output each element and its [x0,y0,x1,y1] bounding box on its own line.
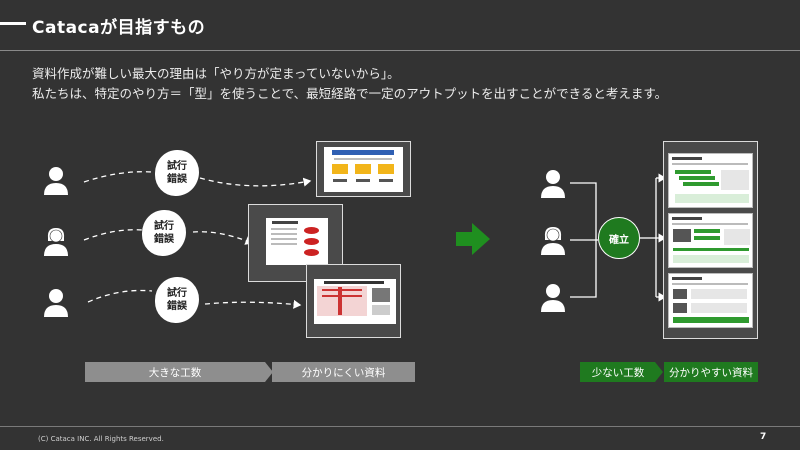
document-thumbnail [316,141,411,197]
bubble-text: 錯誤 [167,301,187,312]
bubble-text: 錯誤 [154,234,174,245]
small-effort-label: 少ない工数 [591,366,645,379]
trial-and-error-bubble: 試行 錯誤 [155,150,199,196]
person-female-icon [44,228,68,256]
lead-text-line-1: 資料作成が難しい最大の理由は「やり方が定まっていないから」。 [32,66,400,81]
document-page [266,218,328,265]
title-divider [0,50,800,51]
trial-and-error-bubble: 試行 錯誤 [155,277,199,323]
effort-bar-shape [85,362,273,382]
trial-and-error-bubble: 試行 錯誤 [142,210,186,256]
footer-divider [0,426,800,427]
template-documents-frame [663,141,758,339]
clear-document-label: 分かりやすい資料 [664,362,758,382]
title-accent-bar [0,22,26,25]
person-icon [541,170,565,198]
page-title: Catacaが目指すもの [32,18,206,38]
template-page [668,213,753,268]
bubble-text: 試行 [167,288,187,299]
document-page [324,147,403,192]
person-female-icon [541,227,565,255]
page-number: 7 [760,432,767,442]
bubble-text: 試行 [167,161,187,172]
lead-text-line-2: 私たちは、特定のやり方＝「型」を使うことで、最短経路で一定のアウトプットを出すこ… [32,86,668,101]
person-icon [44,167,68,195]
effort-bar-shape [580,362,663,382]
document-thumbnail [248,204,343,282]
bubble-text: 錯誤 [167,174,187,185]
copyright-text: (C) Cataca INC. All Rights Reserved. [38,435,164,443]
person-icon [541,284,565,312]
document-thumbnail [306,264,401,338]
transition-arrow-icon [456,223,490,255]
bubble-text: 試行 [154,221,174,232]
template-page [668,273,753,328]
unclear-document-label: 分かりにくい資料 [272,362,415,382]
document-page [314,279,396,324]
large-effort-label: 大きな工数 [148,366,202,379]
person-icon [44,289,68,317]
establish-node: 確立 [598,217,640,259]
template-page [668,153,753,208]
